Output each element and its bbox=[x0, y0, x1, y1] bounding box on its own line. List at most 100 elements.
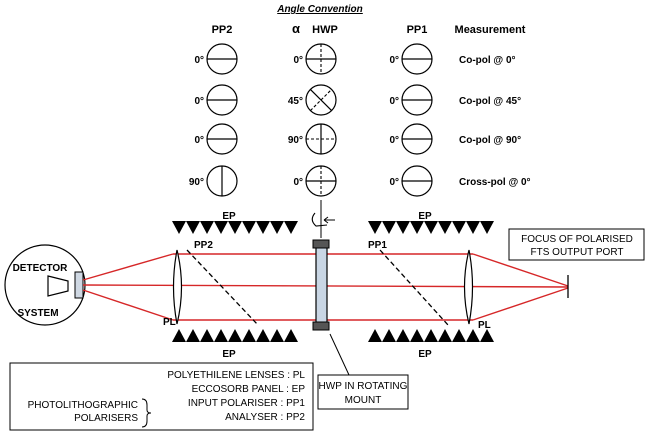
lens-right bbox=[463, 249, 474, 325]
ep-tooth bbox=[396, 221, 410, 234]
legend-line-pp2: ANALYSER : PP2 bbox=[225, 412, 305, 423]
angle-row: 0°45°0°Co-pol @ 45° bbox=[194, 84, 521, 116]
ep-tooth bbox=[452, 221, 466, 234]
ep-tooth bbox=[270, 221, 284, 234]
ep-tooth bbox=[270, 329, 284, 342]
ep-bottom-right-label: EP bbox=[418, 349, 432, 360]
col-header-pp2: PP2 bbox=[212, 24, 233, 36]
legend-line-pp1: INPUT POLARISER : PP1 bbox=[188, 398, 306, 409]
col-header-pp1: PP1 bbox=[407, 24, 428, 36]
legend-box bbox=[9, 362, 314, 431]
ep-tooth bbox=[480, 329, 494, 342]
ep-tooth bbox=[410, 221, 424, 234]
measurement-label: Co-pol @ 45° bbox=[459, 96, 521, 107]
hwp-disc-icon bbox=[305, 165, 337, 197]
pp1-disc-icon bbox=[401, 123, 433, 155]
pp1-angle-label: 0° bbox=[389, 96, 399, 107]
legend-group-line2: POLARISERS bbox=[74, 413, 138, 424]
pp2-angle-label: 0° bbox=[194, 96, 204, 107]
hwp-mount-bottom bbox=[312, 321, 330, 331]
hwp-callout-box bbox=[317, 374, 409, 410]
ep-panel-top-left bbox=[172, 221, 298, 234]
ep-tooth bbox=[452, 329, 466, 342]
pp2-angle-label: 0° bbox=[194, 135, 204, 146]
hwp-disc-icon bbox=[305, 43, 337, 75]
pp1-disc-icon bbox=[401, 84, 433, 116]
eccosorb-panels bbox=[172, 221, 494, 342]
ep-tooth bbox=[228, 329, 242, 342]
ep-tooth bbox=[466, 329, 480, 342]
pp1-diagram-label: PP1 bbox=[368, 240, 387, 251]
fts-label-box bbox=[508, 228, 645, 261]
ep-tooth bbox=[410, 329, 424, 342]
hwp-angle-label: 0° bbox=[293, 55, 303, 66]
ep-tooth bbox=[200, 329, 214, 342]
pp2-disc-icon bbox=[206, 165, 238, 197]
beam-right-upper-cone bbox=[472, 253, 569, 287]
ep-panel-top-right bbox=[368, 221, 494, 234]
detector-horn-icon bbox=[47, 275, 69, 297]
beam-left-upper-cone bbox=[82, 253, 174, 281]
pp2-angle-label: 90° bbox=[189, 177, 204, 188]
ep-tooth bbox=[214, 221, 228, 234]
rotation-arrowhead-icon bbox=[323, 216, 335, 224]
polariser-pp1-line bbox=[379, 249, 449, 326]
legend-brace-icon bbox=[141, 398, 152, 428]
pp2-diagram-label: PP2 bbox=[194, 240, 213, 251]
ep-tooth bbox=[284, 221, 298, 234]
measurement-label: Cross-pol @ 0° bbox=[459, 177, 531, 188]
ep-tooth bbox=[480, 221, 494, 234]
ep-tooth bbox=[396, 329, 410, 342]
ep-tooth bbox=[214, 329, 228, 342]
hwp-plate bbox=[315, 245, 328, 330]
ep-tooth bbox=[242, 221, 256, 234]
pp2-disc-icon bbox=[206, 84, 238, 116]
pp1-angle-label: 0° bbox=[389, 177, 399, 188]
detector-label: DETECTOR bbox=[13, 263, 69, 274]
ep-tooth bbox=[186, 221, 200, 234]
ep-tooth bbox=[438, 221, 452, 234]
ep-bottom-left-label: EP bbox=[222, 349, 236, 360]
ep-tooth bbox=[438, 329, 452, 342]
measurement-label: Co-pol @ 90° bbox=[459, 135, 521, 146]
angle-table-rows: 0°0°0°Co-pol @ 0°0°45°0°Co-pol @ 45°0°90… bbox=[189, 43, 531, 197]
ep-tooth bbox=[186, 329, 200, 342]
pp1-angle-label: 0° bbox=[389, 135, 399, 146]
fts-label-line2: FTS OUTPUT PORT bbox=[531, 247, 624, 258]
ep-tooth bbox=[256, 329, 270, 342]
hwp-callout-line bbox=[329, 333, 350, 376]
legend-line-pl: POLYETHILENE LENSES : PL bbox=[167, 370, 305, 381]
hwp-angle-label: 90° bbox=[288, 135, 303, 146]
ep-tooth bbox=[424, 329, 438, 342]
angle-convention-title: Angle Convention bbox=[276, 4, 363, 15]
legend-group-line1: PHOTOLITHOGRAPHIC bbox=[28, 400, 138, 411]
ep-top-right-label: EP bbox=[418, 211, 432, 222]
pp2-angle-label: 0° bbox=[194, 55, 204, 66]
pl-right-label: PL bbox=[478, 320, 491, 331]
hwp-disc-icon bbox=[305, 84, 337, 116]
col-header-measurement: Measurement bbox=[455, 24, 526, 36]
fts-label-line1: FOCUS OF POLARISED bbox=[521, 234, 633, 245]
hwp-callout-line1: HWP IN ROTATING bbox=[319, 381, 408, 392]
pp2-disc-icon bbox=[206, 123, 238, 155]
rotation-arrow-icon bbox=[311, 212, 328, 227]
pp1-disc-icon bbox=[401, 43, 433, 75]
ep-tooth bbox=[368, 329, 382, 342]
hwp-mount-top bbox=[312, 239, 330, 249]
beam-right-lower-cone bbox=[472, 287, 569, 321]
pp2-disc-icon bbox=[206, 43, 238, 75]
ep-panel-bottom-right bbox=[368, 329, 494, 342]
hwp-callout-line2: MOUNT bbox=[345, 395, 382, 406]
ep-tooth bbox=[256, 221, 270, 234]
pp1-angle-label: 0° bbox=[389, 55, 399, 66]
ep-tooth bbox=[368, 221, 382, 234]
beam-left-lower-cone bbox=[82, 289, 174, 321]
hwp-disc-icon bbox=[305, 123, 337, 155]
ep-tooth bbox=[242, 329, 256, 342]
ep-tooth bbox=[172, 221, 186, 234]
ep-tooth bbox=[466, 221, 480, 234]
angle-row: 0° 90° 0° Co-pol @ 90° bbox=[194, 123, 521, 155]
ep-panel-bottom-left bbox=[172, 329, 298, 342]
ep-tooth bbox=[382, 221, 396, 234]
